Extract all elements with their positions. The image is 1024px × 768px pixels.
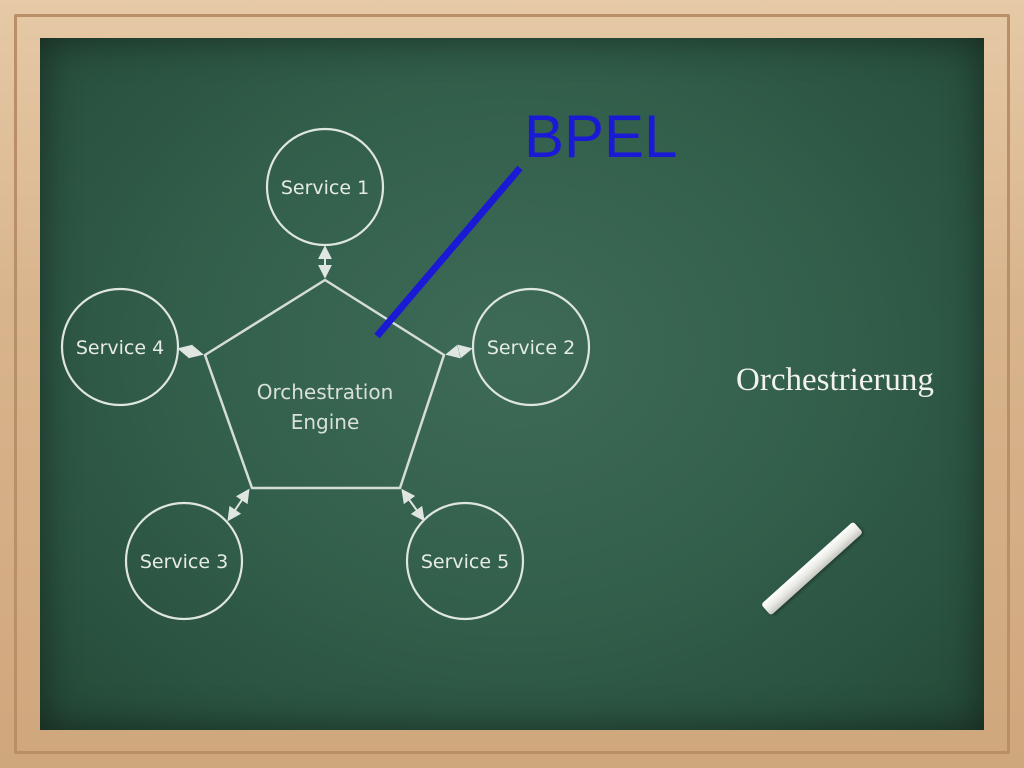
caption-orchestrierung: Orchestrierung — [736, 362, 934, 398]
engine-label-line-2: Engine — [291, 410, 360, 434]
engine-label-line-1: Orchestration — [257, 380, 394, 404]
service-label: Service 1 — [281, 177, 369, 199]
frame-inner-edge — [14, 14, 1010, 754]
connector-service-4 — [177, 344, 204, 359]
chalkboard-surface — [40, 38, 984, 730]
service-label: Service 4 — [76, 337, 164, 359]
service-node-5: Service 5 — [405, 501, 525, 621]
service-label: Service 2 — [487, 337, 575, 359]
service-node-2: Service 2 — [471, 287, 591, 407]
service-node-1: Service 1 — [265, 127, 385, 247]
service-node-3: Service 3 — [124, 501, 244, 621]
connector-service-3 — [227, 488, 250, 522]
bpel-label: BPEL — [524, 103, 677, 170]
engine-pentagon — [203, 278, 446, 490]
bpel-pointer-line — [374, 165, 523, 339]
connector-service-5 — [401, 488, 425, 522]
service-node-4: Service 4 — [60, 287, 180, 407]
service-label: Service 3 — [140, 551, 228, 573]
service-label: Service 5 — [421, 551, 509, 573]
connector-service-2 — [445, 344, 473, 359]
